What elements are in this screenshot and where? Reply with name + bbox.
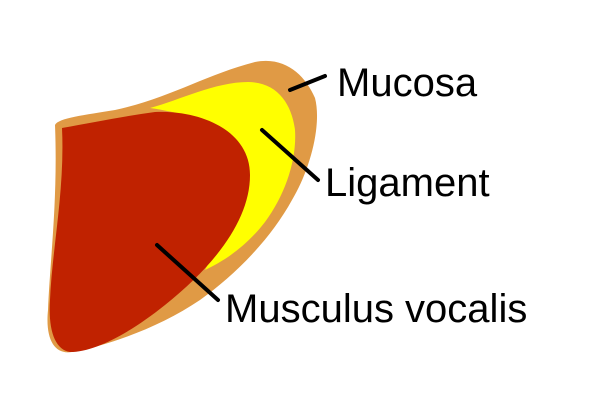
- musculus-vocalis-layer: [49, 111, 250, 352]
- musculus-vocalis-label: Musculus vocalis: [225, 287, 527, 331]
- musculus-vocalis-leader-line: [155, 243, 220, 302]
- ligament-layer: [150, 82, 296, 270]
- ligament-leader-line: [260, 128, 320, 182]
- mucosa-leader-line: [288, 74, 327, 92]
- ligament-label: Ligament: [325, 161, 490, 205]
- mucosa-label: Mucosa: [337, 61, 478, 105]
